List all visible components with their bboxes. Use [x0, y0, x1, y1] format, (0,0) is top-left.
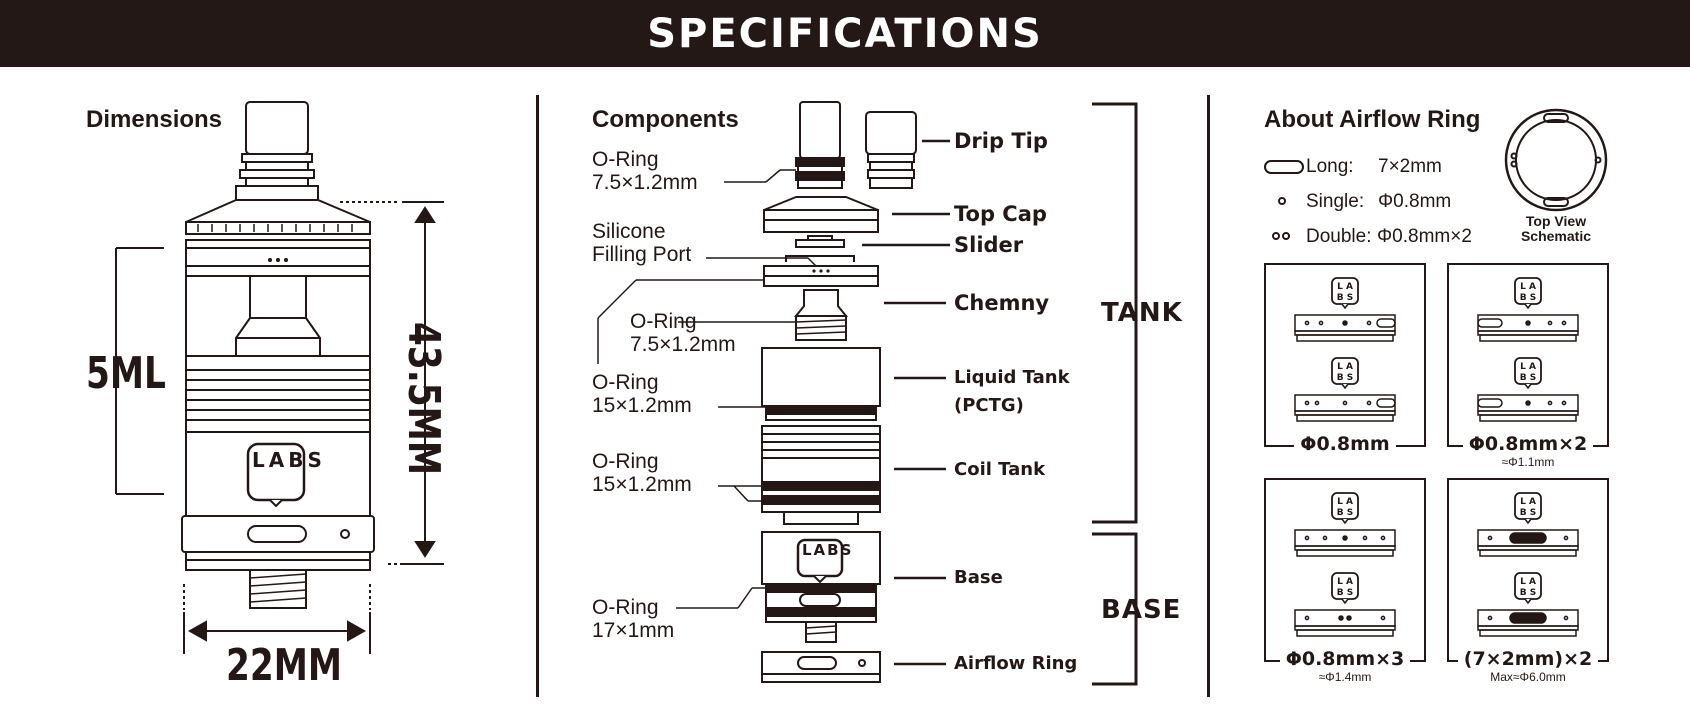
part-coil-tank: Coil Tank: [954, 459, 1046, 480]
atomizer-assembled-drawing: [181, 101, 375, 609]
part-chemny: Chemny: [954, 291, 1050, 315]
panel-2-caption: Φ0.8mm×2 ≈Φ1.1mm: [1448, 433, 1608, 469]
long-slot-icon: [1264, 160, 1304, 174]
part-leaders: [862, 139, 950, 666]
callout-leaders: [597, 169, 817, 609]
height-dimension: [340, 201, 444, 565]
panel-3-label: Φ0.8mm×3: [1279, 648, 1411, 670]
panel-1-caption: Φ0.8mm: [1265, 433, 1425, 455]
exploded-view-drawing: [761, 101, 917, 683]
group-tank: TANK: [1101, 298, 1183, 328]
legend-single-value: Φ0.8mm: [1378, 191, 1452, 212]
panel-1-label: Φ0.8mm: [1294, 433, 1396, 455]
legend-long-name: Long:: [1306, 156, 1354, 177]
top-view-schematic: [1504, 108, 1608, 212]
tank-bracket: [1092, 102, 1138, 524]
panel-4-label: (7×2mm)×2: [1457, 648, 1599, 670]
body-logo: LABS: [252, 448, 326, 472]
divider-left: [536, 95, 539, 697]
width-dimension: [183, 584, 371, 654]
double-hole-icon: [1272, 232, 1280, 240]
components-title: Components: [592, 106, 739, 133]
panel-2-sub: ≈Φ1.1mm: [1501, 455, 1555, 469]
part-top-cap: Top Cap: [954, 202, 1047, 226]
panel-2-label: Φ0.8mm×2: [1462, 433, 1594, 455]
panel-3-caption: Φ0.8mm×3 ≈Φ1.4mm: [1265, 648, 1425, 684]
legend-single-name: Single:: [1306, 191, 1365, 212]
part-liquid-tank-material: (PCTG): [954, 395, 1024, 416]
divider-right: [1207, 95, 1210, 697]
single-hole-icon: [1278, 197, 1286, 205]
group-base: BASE: [1101, 595, 1182, 625]
header-bar: SPECIFICATIONS: [0, 0, 1690, 67]
airflow-title: About Airflow Ring: [1264, 106, 1481, 133]
panel-4-caption: (7×2mm)×2 Max≈Φ6.0mm: [1448, 648, 1608, 684]
dimensions-title: Dimensions: [86, 106, 223, 133]
panel-4-sub: Max≈Φ6.0mm: [1490, 670, 1566, 684]
legend-double-name: Double:: [1306, 226, 1372, 247]
capacity-bracket: [115, 247, 164, 495]
panel-3-sub: ≈Φ1.4mm: [1318, 670, 1372, 684]
height-label: 43.5MM: [398, 322, 449, 475]
diameter-label: 22MM: [226, 640, 343, 691]
legend-long-value: 7×2mm: [1378, 156, 1442, 177]
page-title: SPECIFICATIONS: [647, 10, 1043, 57]
base-logo: LABS: [802, 541, 854, 559]
base-bracket: [1092, 532, 1138, 686]
part-slider: Slider: [954, 233, 1024, 257]
capacity-label: 5ML: [86, 348, 166, 399]
legend-double-value: Φ0.8mm×2: [1377, 226, 1472, 247]
part-airflow-ring: Airflow Ring: [954, 653, 1078, 674]
part-liquid-tank: Liquid Tank: [954, 367, 1070, 388]
part-drip-tip: Drip Tip: [954, 129, 1048, 153]
part-base: Base: [954, 567, 1003, 588]
